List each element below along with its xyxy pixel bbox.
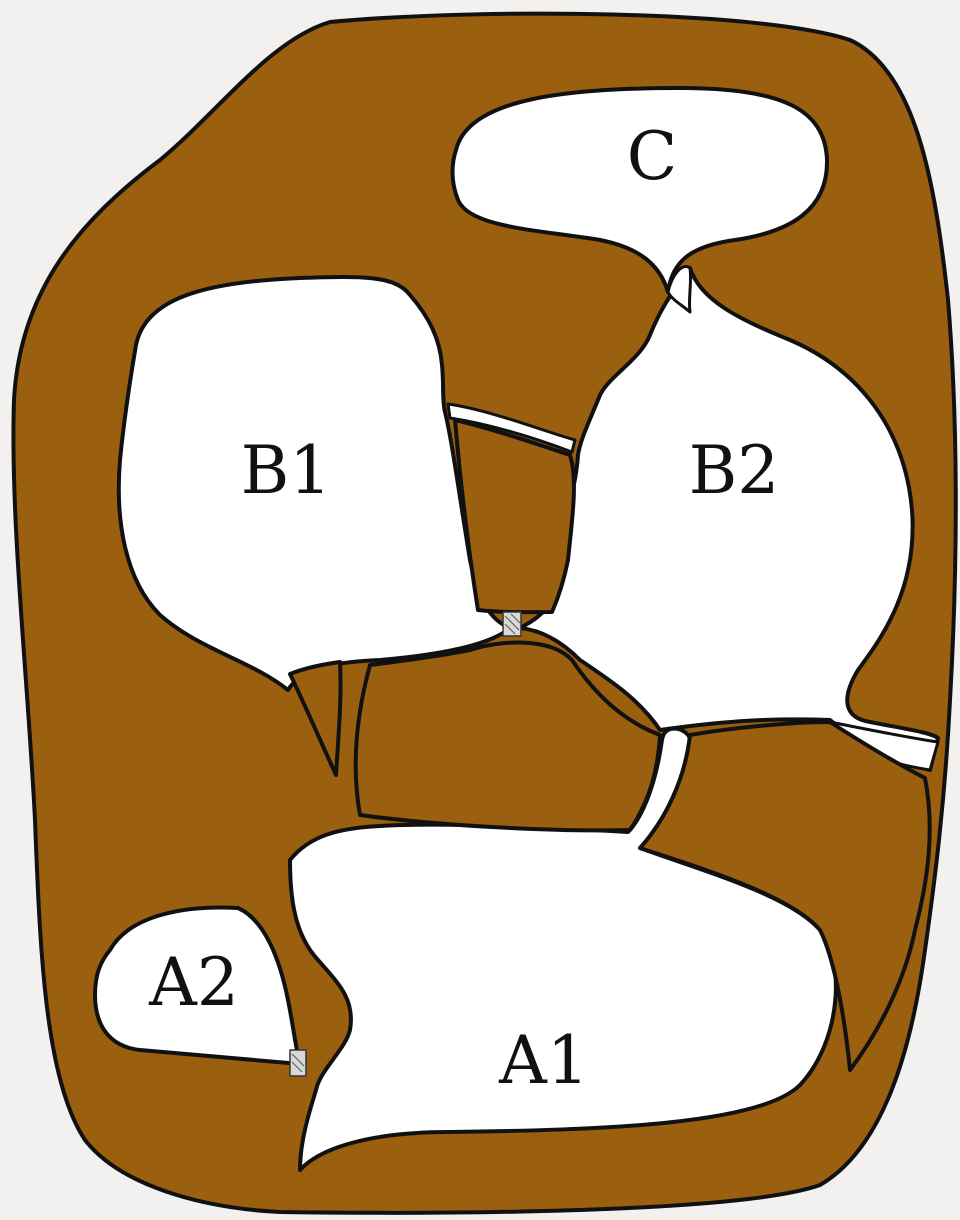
central-block-lower — [353, 640, 662, 833]
chamber-b2 — [518, 266, 940, 772]
chamber-b1 — [116, 274, 512, 692]
crack-b1-b2 — [446, 402, 577, 454]
chamber-c-label: C — [627, 118, 678, 195]
chamber-a1-label: A1 — [498, 1022, 589, 1099]
plug-a1-a2 — [289, 1049, 307, 1077]
crack-c-b2 — [666, 265, 693, 314]
chamber-b2-label: B2 — [689, 432, 780, 509]
chamber-a2-label: A2 — [148, 944, 239, 1021]
chamber-b1-label: B1 — [241, 432, 332, 509]
right-block-lower — [638, 720, 932, 1072]
central-block-wedge — [288, 660, 343, 777]
plug-b1-b2 — [502, 611, 522, 637]
chamber-c — [450, 86, 830, 294]
central-block-upper — [453, 418, 576, 615]
